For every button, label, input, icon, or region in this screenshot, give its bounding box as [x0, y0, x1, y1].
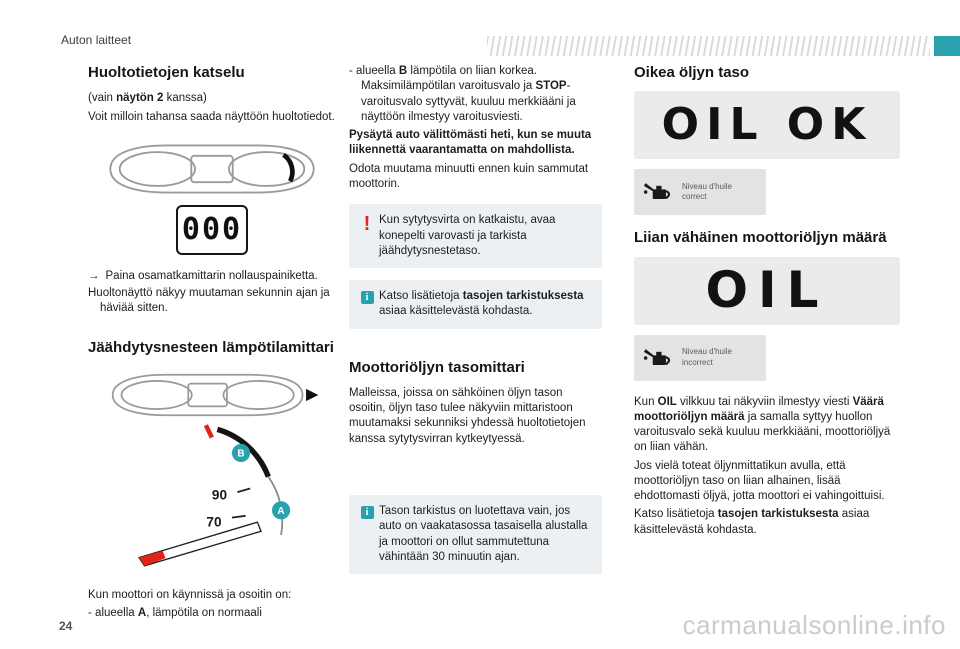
service-intro: Voit milloin tahansa saada näyttöön huol…	[88, 110, 335, 123]
coolant-zone-a-item: - alueella A, lämpötila on normaali	[88, 607, 262, 620]
arrow-instruction: → Paina osamatkamittarin nollauspainiket…	[88, 269, 336, 284]
pointer-marker	[306, 388, 319, 402]
zone-b-marker	[231, 443, 251, 463]
column-right: Oikea öljyn taso OIL OK Niveau d'huile c…	[634, 64, 900, 541]
coolant-gauge-illustration: 90 70 B A	[138, 424, 291, 567]
info-icon: i	[355, 289, 379, 320]
service-display-note: Huoltonäyttö näkyy muutaman sekunnin aja…	[88, 287, 330, 315]
oil-dipstick-advice: Jos vielä toteat öljynmittatikun avulla,…	[634, 459, 885, 503]
watermark: carmanualsonline.info	[682, 610, 946, 640]
warning-box-text: Kun sytytysvirta on katkaistu, avaa kone…	[379, 214, 556, 257]
oil-ok-display-text: OIL OK	[661, 98, 873, 150]
gauge-tick-70: 70	[206, 515, 222, 530]
page-number: 24	[59, 619, 73, 633]
zone-b-label: B	[237, 449, 244, 460]
oil-level-incorrect-caption: Niveau d'huile incorrect	[682, 347, 733, 367]
heading-coolant-gauge: Jäähdytysnesteen lämpötilamittari	[88, 338, 334, 356]
oil-low-display: OIL	[634, 256, 900, 325]
heading-oil-ok: Oikea öljyn taso	[634, 64, 750, 81]
arrow-icon: →	[88, 269, 100, 282]
service-subnote: (vain näytön 2 kanssa)	[88, 92, 207, 105]
oil-can-icon	[643, 183, 671, 200]
coolant-gauge-detail: 90 70 B A	[130, 420, 336, 582]
oil-low-description: Kun OIL vilkkuu tai näkyviin ilmestyy vi…	[634, 395, 891, 454]
chapter-decoration	[487, 36, 960, 56]
gauge-tick-90: 90	[212, 487, 228, 502]
oil-level-incorrect-pictogram: Niveau d'huile incorrect	[634, 334, 766, 381]
instrument-cluster-illustration	[109, 144, 315, 194]
coolant-zone-b-item: - alueella B lämpötila on liian korkea. …	[349, 65, 576, 123]
info-box-levels-text: Katso lisätietoja tasojen tarkistuksesta…	[379, 290, 584, 318]
needle-arc	[282, 152, 295, 183]
oil-can-icon	[643, 348, 671, 365]
zone-a-label: A	[277, 506, 284, 517]
zone-a-marker	[271, 501, 291, 520]
info-icon: i	[355, 504, 379, 565]
oil-ok-display: OIL OK	[634, 91, 900, 160]
section-label: Auton laitteet	[61, 33, 132, 47]
decoration-stripes	[487, 36, 930, 56]
oil-gauge-intro: Malleissa, joissa on sähköinen öljyn tas…	[349, 386, 586, 445]
gauge-needle-tip	[139, 550, 166, 566]
heading-oil-low: Liian vähäinen moottoriöljyn määrä	[634, 229, 887, 247]
heading-service-info: Huoltotietojen katselu	[88, 64, 245, 81]
red-zone-tick	[203, 424, 214, 439]
instrument-cluster-illustration-2	[111, 373, 319, 416]
oil-low-display-text: OIL	[705, 261, 829, 320]
column-middle: - alueella B lämpötila on liian korkea. …	[349, 64, 602, 586]
stop-warning-text: Pysäytä auto välittömästi heti, kun se m…	[349, 129, 592, 157]
warning-box: ! Kun sytytysvirta on katkaistu, avaa ko…	[349, 204, 602, 269]
see-also-reference: Katso lisätietoja tasojen tarkistuksesta…	[634, 508, 870, 536]
warning-icon: !	[363, 213, 371, 236]
info-box-levels: i Katso lisätietoja tasojen tarkistukses…	[349, 280, 602, 329]
oil-level-correct-pictogram: Niveau d'huile correct	[634, 169, 766, 216]
heading-oil-gauge: Moottoriöljyn tasomittari	[349, 358, 525, 376]
column-left: Huoltotietojen katselu (vain näytön 2 ka…	[88, 64, 336, 625]
info-box-oil-check: i Tason tarkistus on luotettava vain, jo…	[349, 495, 602, 575]
coolant-intro: Kun moottori on käynnissä ja osoitin on:	[88, 589, 292, 602]
decoration-teal-block	[934, 36, 960, 56]
odometer-display: 000	[176, 204, 248, 255]
wait-before-stop-text: Odota muutama minuutti ennen kuin sammut…	[349, 162, 589, 190]
info-box-oil-check-text: Tason tarkistus on luotettava vain, jos …	[379, 505, 588, 563]
oil-level-correct-caption: Niveau d'huile correct	[682, 181, 733, 202]
